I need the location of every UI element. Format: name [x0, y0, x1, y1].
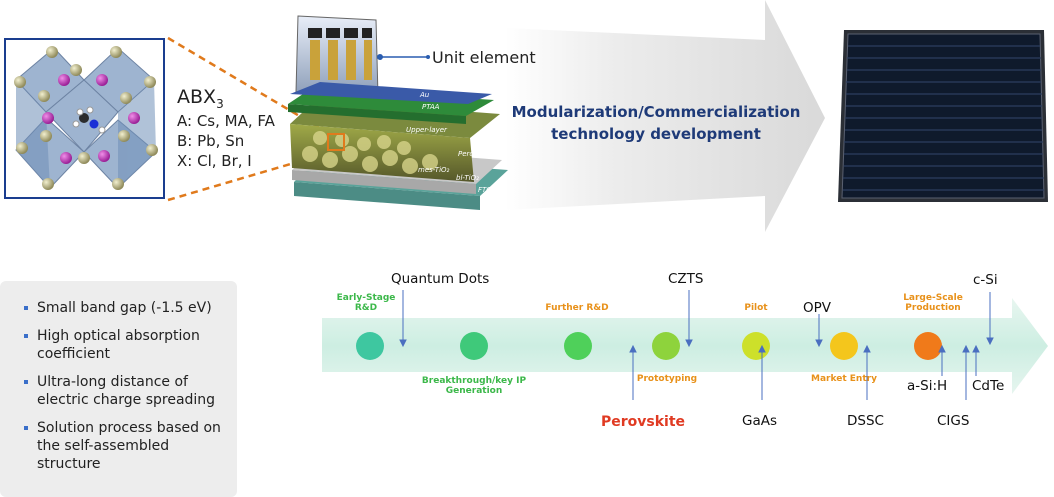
arrow-caption: Modularization/Commercialization technol…: [506, 101, 806, 145]
tech-dssc: DSSC: [847, 413, 884, 429]
properties-panel: Small band gap (-1.5 eV) High optical ab…: [0, 281, 237, 497]
layer-perov: Perov.: [458, 150, 480, 158]
stage-circle-market: [830, 332, 858, 360]
perovskite-formula: ABX3 A: Cs, MA, FA B: Pb, Sn X: Cl, Br, …: [177, 86, 275, 171]
property-text: High optical absorption coefficient: [37, 328, 200, 362]
commercialization-arrow: [505, 0, 825, 232]
solar-module-image: [838, 30, 1048, 202]
arrow-caption-line2: technology development: [551, 125, 761, 143]
formula-name: ABX3: [177, 86, 224, 111]
bullet-icon: [24, 380, 28, 384]
crystal-structure-figure: [4, 38, 165, 199]
layer-mes-tio2: mes-TiO₂: [418, 166, 450, 174]
stage-circle-early: [356, 332, 384, 360]
device-stack-illustration: Au PTAA Upper-layer Perov. mes-TiO₂ bl-T…: [288, 15, 508, 210]
formula-a-line: A: Cs, MA, FA: [177, 111, 275, 130]
stage-label-prototyping: Prototyping: [636, 374, 698, 384]
tech-cigs: CIGS: [937, 413, 970, 429]
stage-label-early: Early-Stage R&D: [336, 293, 396, 313]
stage-label-breakthrough: Breakthrough/key IP Generation: [421, 376, 527, 396]
tech-opv: OPV: [803, 300, 832, 316]
tech-cdte: CdTe: [972, 378, 1005, 394]
tech-quantum-dots: Quantum Dots: [391, 271, 490, 287]
properties-list: Small band gap (-1.5 eV) High optical ab…: [0, 281, 237, 473]
arrow-caption-line1: Modularization/Commercialization: [511, 103, 801, 121]
stage-circle-further: [564, 332, 592, 360]
bullet-icon: [24, 334, 28, 338]
property-item: Solution process based on the self-assem…: [24, 419, 223, 473]
bullet-icon: [24, 306, 28, 310]
stage-circle-prototyping: [652, 332, 680, 360]
layer-ptaa: PTAA: [422, 103, 440, 111]
stage-label-market: Market Entry: [811, 374, 877, 384]
tech-czts: CZTS: [668, 271, 704, 287]
unit-element-label: Unit element: [432, 48, 536, 67]
layer-upper: Upper-layer: [406, 126, 448, 134]
stage-circle-pilot: [742, 332, 770, 360]
formula-b-line: B: Pb, Sn: [177, 131, 245, 150]
stage-label-further: Further R&D: [545, 303, 609, 313]
property-item: High optical absorption coefficient: [24, 327, 223, 363]
roadmap-arrow: [322, 290, 1048, 400]
formula-x-line: X: Cl, Br, I: [177, 151, 252, 170]
layer-au: Au: [419, 91, 430, 99]
layer-fto: FTO: [478, 186, 492, 194]
perovskite-crystal-image: [14, 46, 158, 190]
property-text: Small band gap (-1.5 eV): [37, 300, 212, 316]
property-item: Ultra-long distance of electric charge s…: [24, 373, 223, 409]
stage-circle-breakthrough: [460, 332, 488, 360]
layer-bl-tio2: bl-TiO₂: [456, 174, 479, 182]
tech-gaas: GaAs: [742, 413, 778, 429]
bullet-icon: [24, 426, 28, 430]
stage-label-pilot: Pilot: [744, 303, 768, 313]
property-text: Solution process based on the self-assem…: [37, 420, 221, 472]
property-text: Ultra-long distance of electric charge s…: [37, 374, 216, 408]
property-item: Small band gap (-1.5 eV): [24, 299, 223, 317]
tech-perovskite: Perovskite: [601, 414, 686, 430]
stage-circle-large: [914, 332, 942, 360]
tech-asih: a-Si:H: [907, 378, 948, 394]
formula-subscript: 3: [216, 96, 224, 111]
stage-label-large: Large-Scale Production: [903, 293, 963, 313]
tech-csi: c-Si: [973, 272, 998, 288]
